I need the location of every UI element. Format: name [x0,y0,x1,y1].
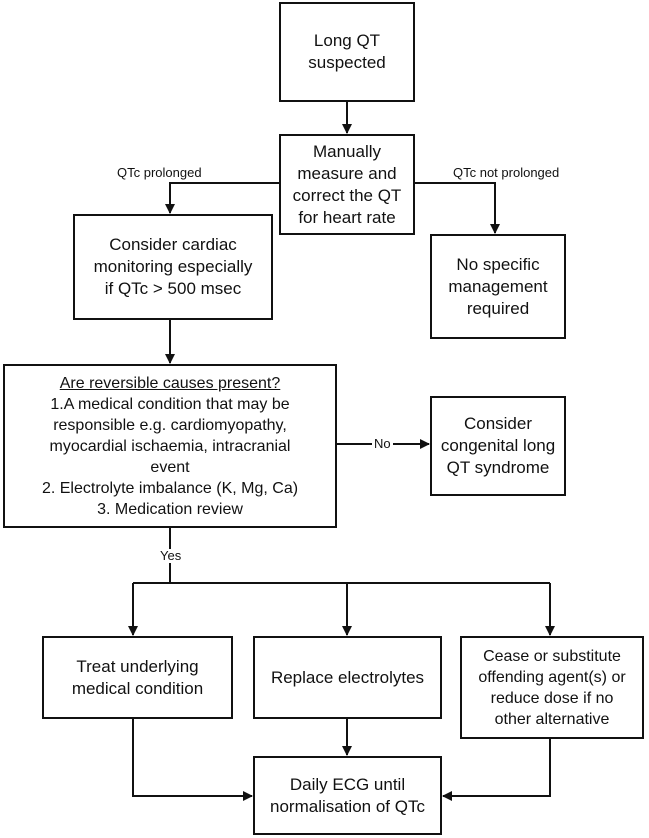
box-text-line: myocardial ischaemia, intracranial [49,437,291,455]
box-text-line: suspected [308,53,386,72]
box-text-line: Consider [463,414,533,433]
arrow-treat-to-daily [132,719,253,801]
box-no-specific-management: No specific management required [430,234,566,339]
box-treat-underlying: Treat underlying medical condition [42,636,233,719]
box-measure-correct-qt: Manually measure and correct the QT for … [279,134,415,235]
arrow-cease-to-daily [442,739,551,801]
box-text-line: correct the QT [292,185,402,205]
box-text-line: reduce dose if no [490,689,614,707]
box-text-line: for heart rate [298,207,396,227]
arrow-measure-to-monitor [165,182,279,214]
reversible-heading: Are reversible causes present? [59,374,281,392]
box-text-line: Consider cardiac [109,235,237,254]
box-text-line: congenital long [440,436,556,455]
box-text-line: event [150,458,190,476]
box-congenital-long-qt: Consider congenital long QT syndrome [430,396,566,496]
box-text-line: Manually [312,141,382,161]
box-long-qt-suspected: Long QT suspected [279,2,415,102]
box-text-line: responsible e.g. cardiomyopathy, [53,416,287,434]
box-text-line: required [466,298,530,318]
label-yes: Yes [158,548,184,563]
box-text-line: normalisation of QTc [270,796,425,816]
box-text-line: medical condition [71,678,204,698]
box-text-line: management [448,276,548,296]
box-text-line: Replace electrolytes [270,667,425,687]
box-text-line: Treat underlying [76,656,199,676]
box-text-line: Long QT [313,31,381,50]
box-text-line: Daily ECG until [289,774,406,794]
label-qtc-prolonged: QTc prolonged [117,165,202,180]
box-cardiac-monitoring: Consider cardiac monitoring especially i… [73,214,273,320]
box-text-line: monitoring especially [93,257,253,276]
box-daily-ecg: Daily ECG until normalisation of QTc [253,756,442,835]
box-text-line: Cease or substitute [483,647,621,665]
box-text-line: 3. Medication review [97,500,243,518]
label-no: No [372,436,393,451]
box-cease-substitute: Cease or substitute offending agent(s) o… [460,636,644,739]
box-text-line: if QTc > 500 msec [104,279,242,298]
box-text-line: 1.A medical condition that may be [50,395,290,413]
box-text-line: measure and [297,163,397,183]
arrow-measure-to-nomgmt [415,182,500,234]
box-text-line: 2. Electrolyte imbalance (K, Mg, Ca) [41,479,299,497]
box-reversible-causes: Are reversible causes present? 1.A medic… [3,364,337,528]
box-replace-electrolytes: Replace electrolytes [253,636,442,719]
box-text-line: offending agent(s) or [478,668,626,686]
box-text-line: QT syndrome [446,458,550,477]
label-qtc-not-prolonged: QTc not prolonged [453,165,560,180]
box-text-line: other alternative [494,710,610,728]
box-text-line: No specific [456,254,540,274]
